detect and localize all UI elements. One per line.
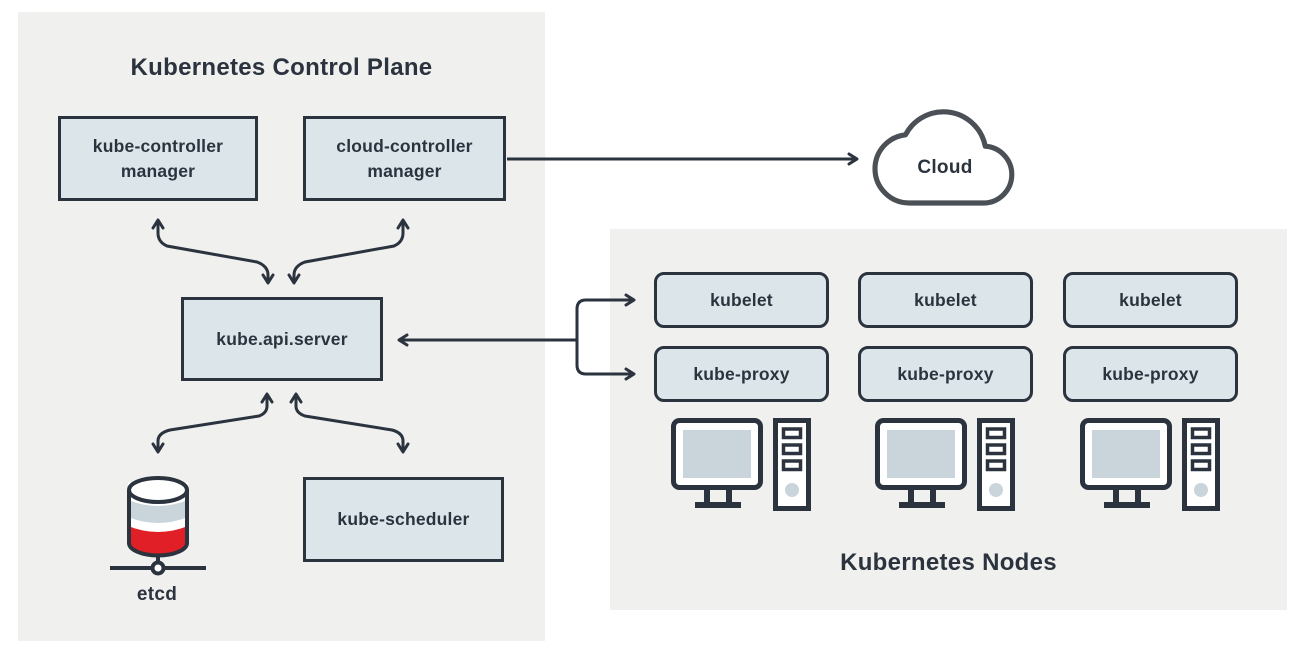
- kubelet-box-1: kubelet: [654, 272, 829, 328]
- node-computer-icon: [674, 421, 809, 509]
- node-computer-icon: [878, 421, 1013, 509]
- kube-proxy-box-1: kube-proxy: [654, 346, 829, 402]
- kube-scheduler-box: kube-scheduler: [303, 477, 504, 562]
- etcd-label: etcd: [136, 584, 178, 605]
- cloud-label: Cloud: [917, 157, 973, 178]
- kubelet-box-2: kubelet: [858, 272, 1033, 328]
- arrow-cloud-controller-api: [287, 218, 410, 285]
- cloud-icon: [872, 109, 1015, 206]
- node-computer-icon: [1083, 421, 1218, 509]
- etcd-database-icon: [110, 476, 206, 576]
- kube-proxy-box-2: kube-proxy: [858, 346, 1033, 402]
- kube-proxy-box-3: kube-proxy: [1063, 346, 1238, 402]
- kube-api-server-box: kube.api.server: [181, 297, 383, 381]
- arrow-api-etcd: [151, 392, 274, 454]
- arrow-branch-kubelet: [575, 293, 636, 340]
- arrow-branch-kube-proxy: [575, 340, 636, 381]
- arrow-api-scheduler: [289, 392, 410, 454]
- kube-controller-manager-box: kube-controller manager: [58, 116, 258, 201]
- cloud-controller-manager-box: cloud-controller manager: [303, 116, 506, 201]
- nodes-title: Kubernetes Nodes: [840, 549, 1057, 576]
- control-plane-title: Kubernetes Control Plane: [130, 54, 433, 81]
- kubelet-box-3: kubelet: [1063, 272, 1238, 328]
- arrow-kube-controller-api: [151, 218, 275, 285]
